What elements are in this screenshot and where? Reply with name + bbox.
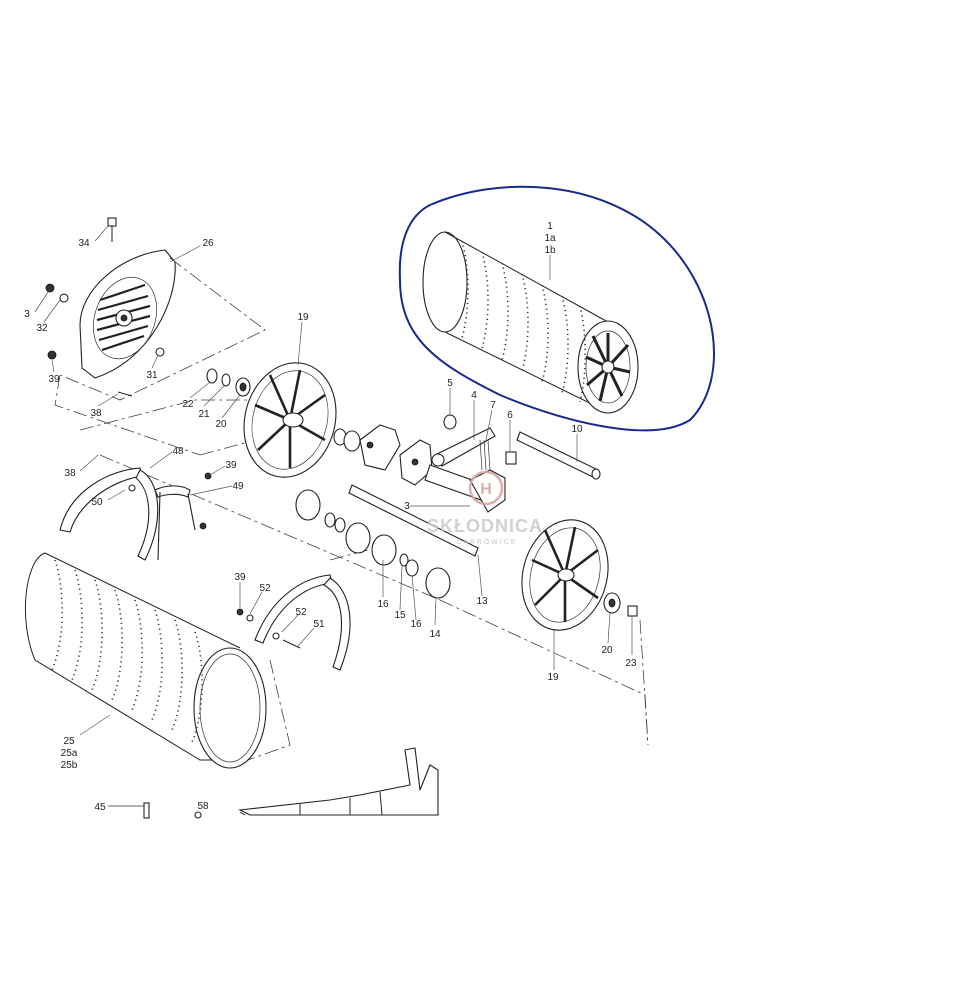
- levers-4-5-6-7: [431, 414, 517, 471]
- callout-25a: 25a: [61, 748, 78, 759]
- callout-16-left: 16: [377, 599, 389, 610]
- callout-5: 5: [447, 378, 453, 389]
- pulley-wheel-19-right: [521, 519, 609, 631]
- callout-31: 31: [146, 370, 158, 381]
- callout-20-right: 20: [601, 645, 613, 656]
- callout-13: 13: [476, 596, 488, 607]
- callout-39-low: 39: [234, 572, 246, 583]
- callout-38-mid: 38: [64, 468, 76, 479]
- callout-4: 4: [471, 390, 477, 401]
- watermark-subtitle: DĄBROWICE: [456, 539, 517, 546]
- callout-21: 21: [198, 409, 210, 420]
- callout-32: 32: [36, 323, 48, 334]
- bracket-48-50: [59, 467, 212, 561]
- callout-19-bottom: 19: [547, 672, 559, 683]
- callout-34: 34: [78, 238, 90, 249]
- callout-38-top: 38: [90, 408, 102, 419]
- callout-15: 15: [394, 610, 406, 621]
- fasteners-top-left: [45, 217, 165, 397]
- pulley-wheel-19-left: [243, 362, 337, 478]
- callout-20-left: 20: [215, 419, 227, 430]
- callout-1a: 1a: [544, 233, 556, 244]
- rollers-13-16: [295, 489, 451, 599]
- callout-19-top: 19: [297, 312, 309, 323]
- callout-22: 22: [182, 399, 194, 410]
- callout-3-center: 3: [404, 501, 410, 512]
- bearing-20-nut-23: [603, 592, 638, 617]
- watermark: H SKŁODNICA DĄBROWICE: [427, 470, 543, 546]
- callout-52-top: 52: [259, 583, 271, 594]
- bracket-51-52: [236, 574, 351, 671]
- assembly-lines: [54, 257, 649, 761]
- callout-10: 10: [571, 424, 583, 435]
- callout-51: 51: [313, 619, 325, 630]
- callout-1b: 1b: [544, 245, 556, 256]
- callout-50: 50: [91, 497, 103, 508]
- callout-52-bottom: 52: [295, 607, 307, 618]
- shaft-10: [516, 431, 601, 480]
- callout-3-left: 3: [24, 309, 30, 320]
- callout-7: 7: [490, 400, 496, 411]
- callout-25b: 25b: [61, 760, 78, 771]
- watermark-logo-icon: [468, 470, 504, 506]
- callout-49: 49: [232, 481, 244, 492]
- leader-lines: [34, 225, 633, 736]
- callout-16-right: 16: [410, 619, 422, 630]
- callout-39-mid: 39: [225, 460, 237, 471]
- callout-25: 25: [63, 736, 75, 747]
- watermark-logo: H: [480, 481, 492, 498]
- drum-25: [24, 552, 267, 769]
- callout-48: 48: [172, 446, 184, 457]
- highlight-outline: [398, 185, 715, 432]
- bottom-frame: [108, 747, 439, 819]
- drum-1: [422, 231, 639, 414]
- callout-1: 1: [547, 221, 553, 232]
- washers-20-21-22: [206, 368, 251, 397]
- callout-39-left: 39: [48, 374, 60, 385]
- watermark-title: SKŁODNICA: [427, 516, 543, 536]
- callout-14: 14: [429, 629, 441, 640]
- callout-6: 6: [507, 410, 513, 421]
- callout-45: 45: [94, 802, 106, 813]
- callout-labels: 1 1a 1b 34 26 3 32 39 31 38 19 22 21 20 …: [24, 221, 637, 813]
- callout-23: 23: [625, 658, 637, 669]
- fan-cover-26: [79, 249, 176, 379]
- callout-26: 26: [202, 238, 214, 249]
- callout-58: 58: [197, 801, 209, 812]
